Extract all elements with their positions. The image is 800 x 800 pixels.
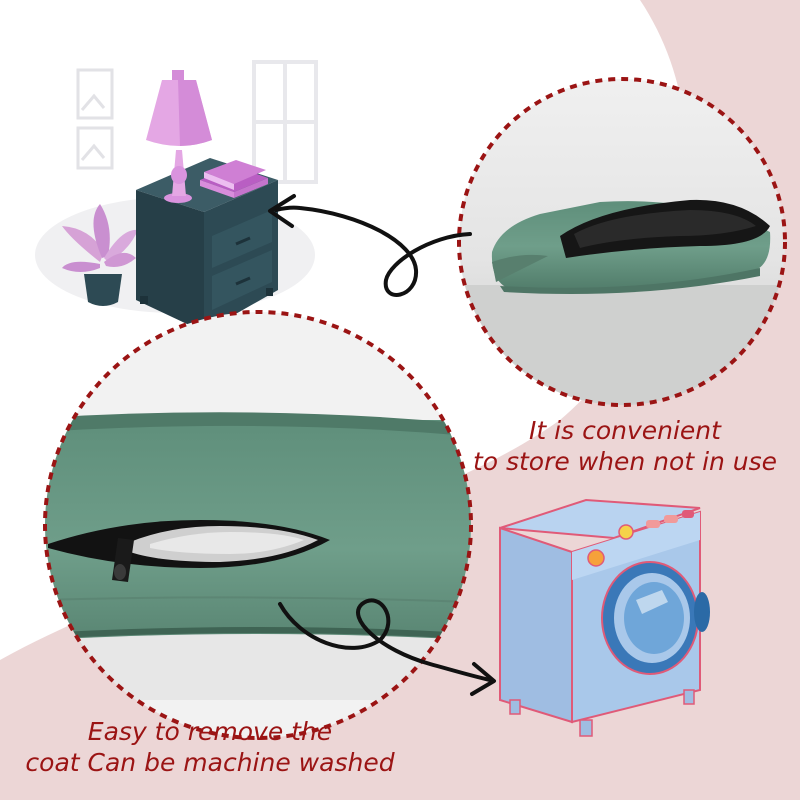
curly-arrow-icon-bottom xyxy=(278,598,492,682)
arrowhead-icon-bottom xyxy=(470,662,496,696)
washing-caption: Easy to remove the coat Can be machine w… xyxy=(0,716,420,779)
zipper-closeup-photo xyxy=(43,310,473,740)
washing-caption-line2: coat Can be machine washed xyxy=(25,748,395,778)
picture-frames xyxy=(76,68,114,170)
storage-caption-line2: to store when not in use xyxy=(472,447,778,477)
window-illustration xyxy=(252,60,318,184)
storage-caption: It is convenient to store when not in us… xyxy=(450,415,800,478)
lamp-illustration xyxy=(146,70,212,203)
potted-plant xyxy=(62,204,138,306)
arrowhead-icon xyxy=(268,194,296,228)
folded-cushion-photo xyxy=(457,77,787,407)
washing-machine-illustration xyxy=(499,498,710,737)
storage-caption-line1: It is convenient xyxy=(529,416,721,445)
curly-arrow-icon xyxy=(274,205,472,297)
nightstand-illustration xyxy=(35,60,318,334)
washing-caption-line1: Easy to remove the xyxy=(87,717,333,746)
